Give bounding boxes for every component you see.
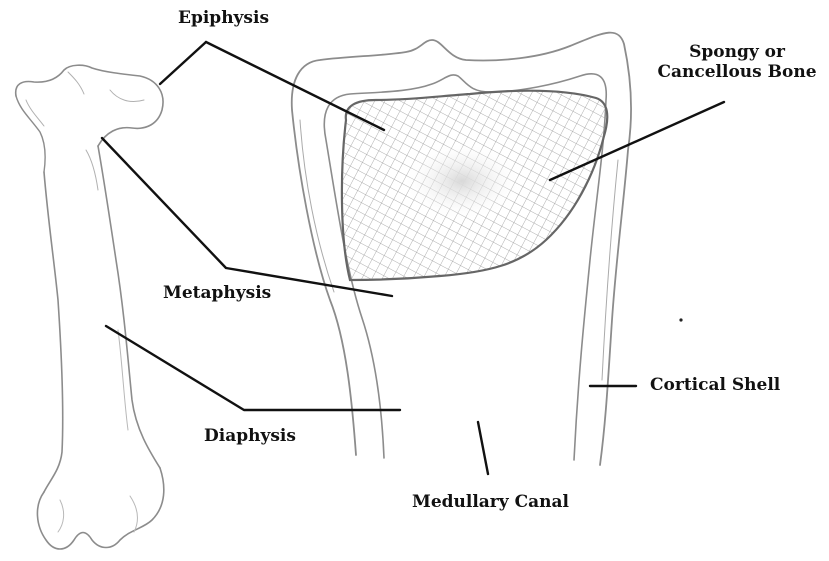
femur-head-outline-left bbox=[16, 96, 45, 172]
label-epiphysis: Epiphysis bbox=[178, 8, 269, 28]
femur-shading-3 bbox=[86, 150, 98, 190]
speck-dot bbox=[679, 318, 682, 321]
label-spongy-line2: Cancellous Bone bbox=[652, 62, 822, 82]
label-diaphysis: Diaphysis bbox=[204, 426, 296, 446]
femur-shading-6 bbox=[130, 496, 137, 532]
femur-shading-2 bbox=[26, 100, 44, 126]
femur-shading-5 bbox=[58, 500, 64, 532]
leader-medullary-canal bbox=[478, 422, 488, 474]
femur-shading-1 bbox=[110, 90, 144, 102]
femur-head-outline bbox=[16, 65, 163, 146]
spongy-shading bbox=[402, 145, 522, 225]
femur-sketch bbox=[16, 65, 164, 549]
femur-condyles bbox=[37, 468, 163, 549]
bone-cross-section bbox=[292, 33, 683, 465]
label-medullary-canal: Medullary Canal bbox=[412, 492, 569, 512]
femur-shaft-left bbox=[44, 172, 63, 492]
label-metaphysis: Metaphysis bbox=[163, 283, 271, 303]
femur-shaft-right bbox=[98, 146, 160, 468]
leader-epiphysis-femur bbox=[160, 42, 206, 84]
femur-shading-7 bbox=[68, 72, 84, 94]
label-cortical-shell: Cortical Shell bbox=[650, 375, 780, 395]
label-spongy-line1: Spongy or bbox=[652, 42, 822, 62]
label-spongy-bone: Spongy or Cancellous Bone bbox=[652, 42, 822, 83]
leader-diaphysis bbox=[106, 326, 400, 410]
leader-epiphysis-section bbox=[206, 42, 384, 130]
